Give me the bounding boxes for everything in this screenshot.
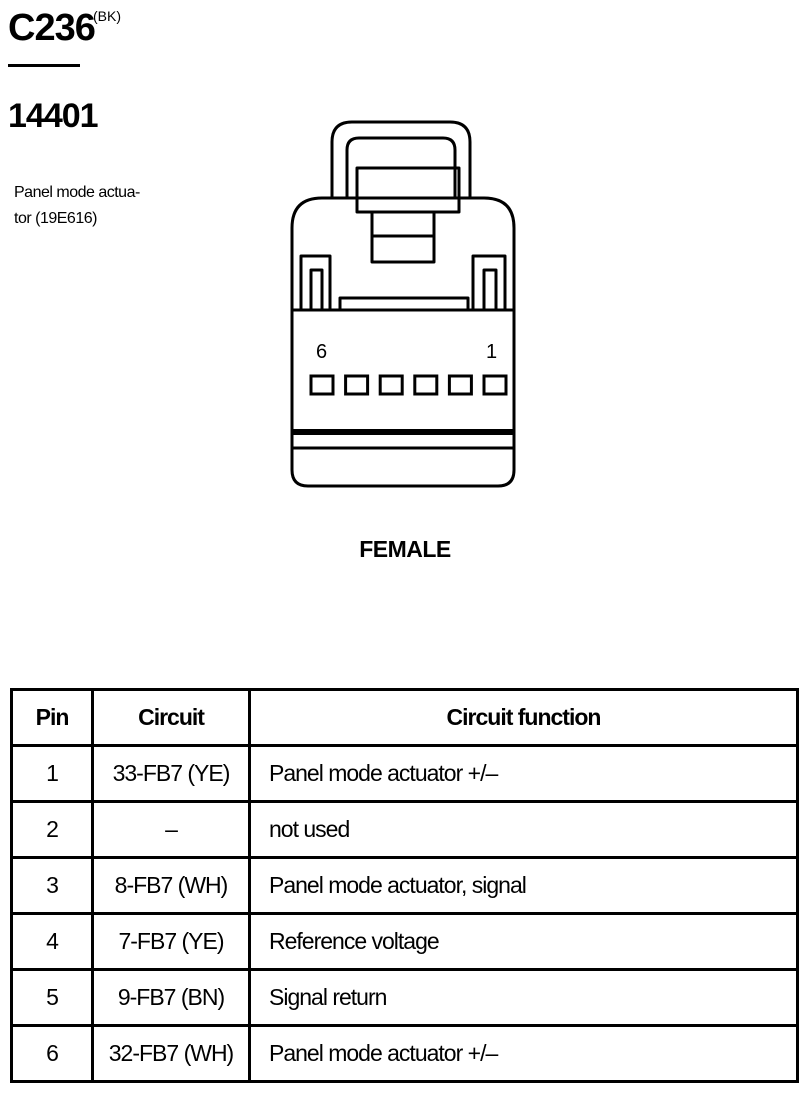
cell-circuit: 7-FB7 (YE) — [91, 912, 251, 971]
description-line-1: Panel mode actua- — [14, 184, 140, 201]
center-ledge — [338, 296, 470, 312]
left-key — [299, 254, 332, 310]
header-circuit: Circuit — [91, 688, 251, 747]
cell-pin: 3 — [10, 856, 94, 915]
cell-circuit: 9-FB7 (BN) — [91, 968, 251, 1027]
cell-circuit: 8-FB7 (WH) — [91, 856, 251, 915]
latch-inner — [345, 136, 457, 198]
connector-description: Panel mode actua- tor (19E616) — [14, 180, 154, 232]
cell-function: Signal return — [248, 968, 799, 1027]
connector-face-diagram: 6 1 — [290, 120, 516, 488]
cell-function: not used — [248, 800, 799, 859]
cell-function: Panel mode actuator +/– — [248, 744, 799, 803]
pinout-table: Pin Circuit Circuit function 1 33-FB7 (Y… — [10, 688, 799, 1083]
pin-cavity — [447, 374, 473, 396]
header-pin: Pin — [10, 688, 94, 747]
left-key-inner — [309, 268, 324, 310]
cell-circuit: – — [91, 800, 251, 859]
connector-body — [290, 196, 516, 488]
table-row: 5 9-FB7 (BN) Signal return — [10, 968, 799, 1027]
header-circuit-function: Circuit function — [248, 688, 799, 747]
right-key — [471, 254, 507, 310]
cell-function: Panel mode actuator, signal — [248, 856, 799, 915]
pin-cavity — [482, 374, 508, 396]
latch-outer — [330, 120, 472, 198]
cell-circuit: 33-FB7 (YE) — [91, 744, 251, 803]
cell-pin: 5 — [10, 968, 94, 1027]
cell-pin: 4 — [10, 912, 94, 971]
cell-function: Reference voltage — [248, 912, 799, 971]
table-row: 3 8-FB7 (WH) Panel mode actuator, signal — [10, 856, 799, 915]
description-line-2: tor (19E616) — [14, 210, 97, 227]
title-underline — [8, 64, 80, 67]
connector-gender: FEMALE — [359, 536, 451, 562]
pin-cavity — [309, 374, 335, 396]
pin-cavity — [378, 374, 404, 396]
pin-cavity — [413, 374, 439, 396]
table-row: 4 7-FB7 (YE) Reference voltage — [10, 912, 799, 971]
pin-label-1: 1 — [486, 341, 497, 363]
table-row: 6 32-FB7 (WH) Panel mode actuator +/– — [10, 1024, 799, 1083]
connector-color-code: (BK) — [93, 8, 121, 24]
right-key-inner — [482, 268, 498, 310]
connector-id: C236 — [8, 7, 96, 49]
table-row: 2 – not used — [10, 800, 799, 859]
cell-pin: 6 — [10, 1024, 94, 1083]
latch-window — [355, 166, 461, 214]
table-header-row: Pin Circuit Circuit function — [10, 688, 799, 747]
cell-pin: 1 — [10, 744, 94, 803]
pin-cavity — [344, 374, 370, 396]
cell-circuit: 32-FB7 (WH) — [91, 1024, 251, 1083]
part-number: 14401 — [8, 97, 99, 135]
pin-label-6: 6 — [316, 341, 327, 363]
cell-pin: 2 — [10, 800, 94, 859]
table-row: 1 33-FB7 (YE) Panel mode actuator +/– — [10, 744, 799, 803]
cell-function: Panel mode actuator +/– — [248, 1024, 799, 1083]
